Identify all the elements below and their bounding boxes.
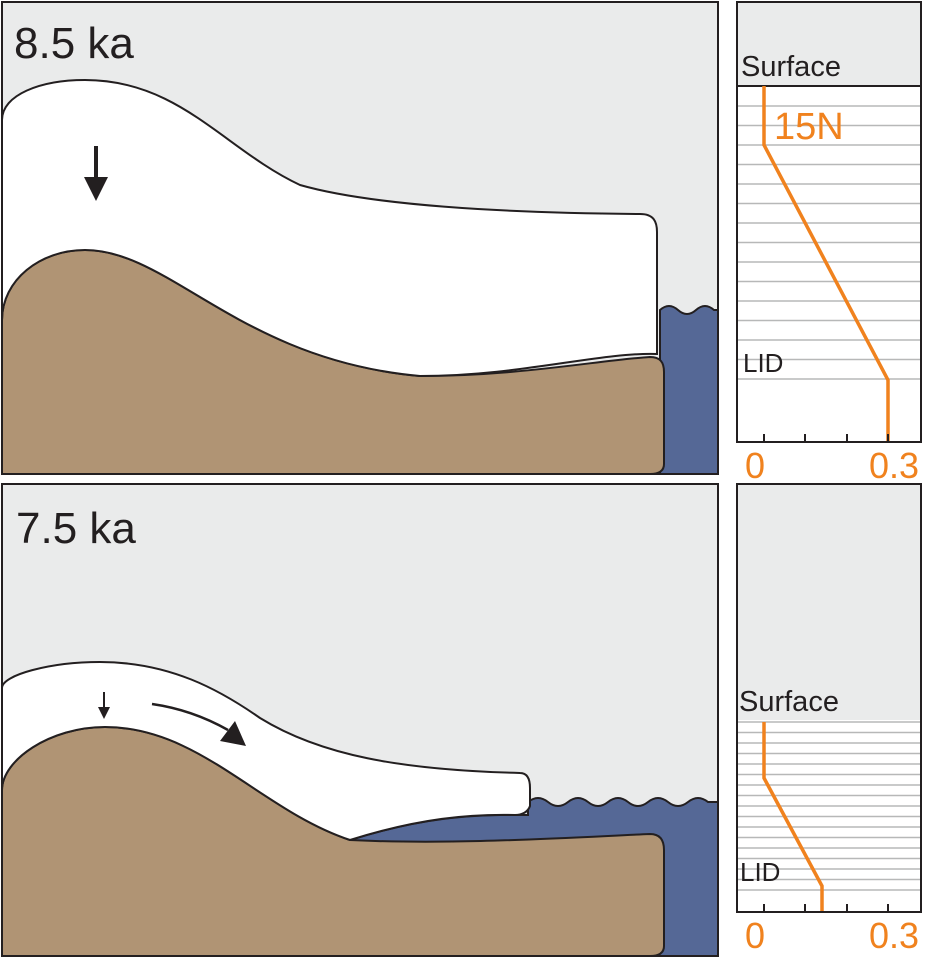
x-axis-ticks — [763, 434, 889, 442]
x-axis-min-label: 0 — [745, 445, 765, 486]
profile-frame — [736, 1, 922, 443]
x-axis-max-label: 0.3 — [869, 915, 919, 956]
profile-top: Surface LID 15N 0 0.3 — [736, 1, 922, 486]
firn-layer-lines — [737, 721, 921, 891]
x-axis-max-label: 0.3 — [869, 445, 919, 486]
lid-label: LID — [743, 348, 783, 378]
ice-sheet — [1, 660, 531, 842]
time-label: 8.5 ka — [14, 19, 134, 68]
lid-label: LID — [740, 857, 780, 887]
x-axis-min-label: 0 — [745, 915, 765, 956]
profile-bottom: Surface LID 0 0.3 — [736, 483, 922, 956]
firn-layer-lines — [737, 105, 921, 380]
down-arrow-icon — [98, 692, 110, 719]
ice-sheet — [1, 78, 658, 378]
x-axis-ticks — [763, 904, 889, 912]
cross-section-bottom: 7.5 ka — [1, 483, 719, 957]
nitrogen-15-profile-curve — [762, 86, 890, 442]
panel-frame — [1, 1, 719, 475]
above-surface-area — [737, 2, 921, 86]
nitrogen-15-profile-curve — [762, 722, 824, 912]
cross-section-top: 8.5 ka — [1, 1, 719, 475]
panel-frame — [1, 483, 719, 957]
down-arrow-icon — [84, 146, 108, 201]
flow-arrow-icon — [151, 702, 246, 746]
surface-label: Surface — [739, 686, 839, 718]
above-surface-area — [737, 484, 921, 720]
time-label: 7.5 ka — [16, 504, 136, 553]
profile-frame — [736, 483, 922, 913]
surface-label: Surface — [741, 51, 841, 83]
ocean-water — [659, 305, 719, 475]
curve-label: 15N — [774, 106, 844, 148]
